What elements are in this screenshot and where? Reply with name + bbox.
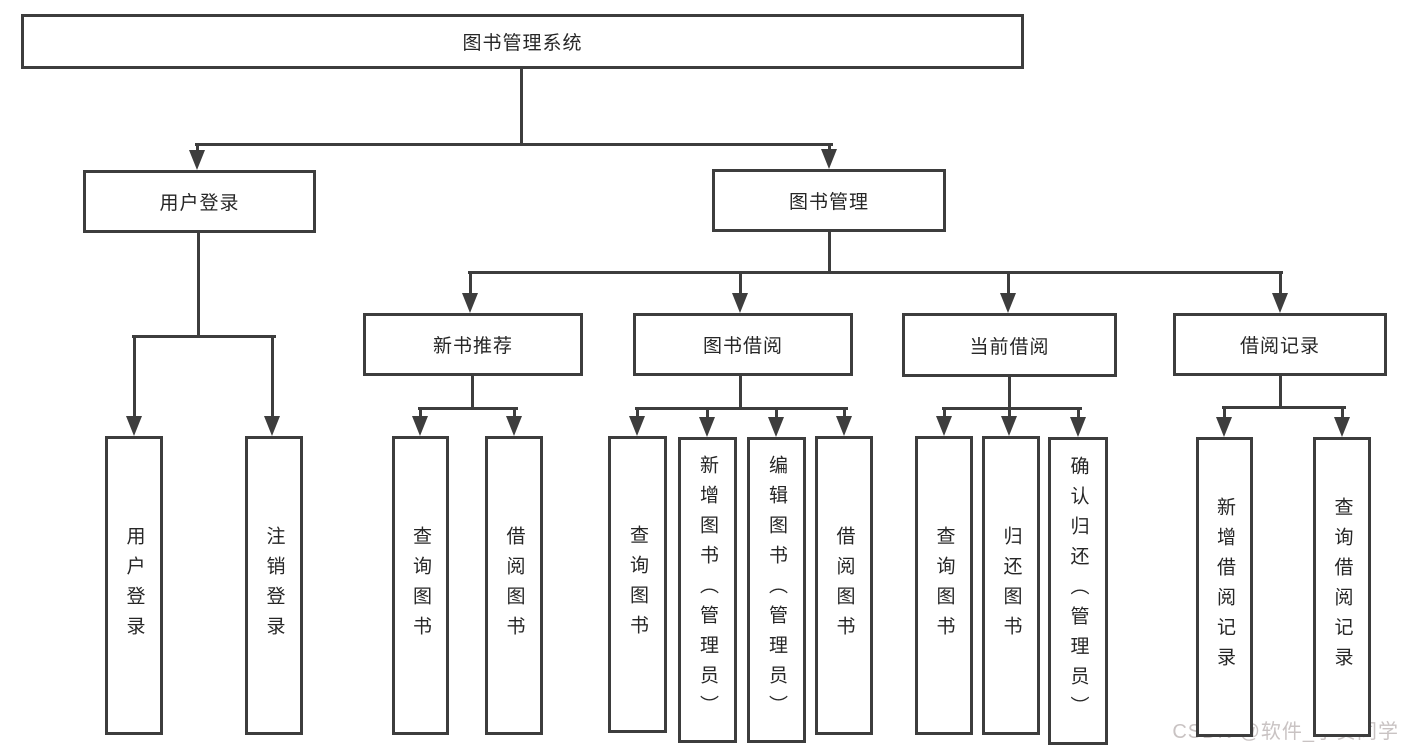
arrow-shaft-11 [705, 408, 709, 421]
node-current-borrow: 当前借阅 [902, 313, 1117, 377]
arrowhead-icon [1001, 416, 1017, 436]
connector-hline-6 [1221, 405, 1346, 409]
arrow-shaft-17 [1222, 407, 1226, 421]
node-label-cb-query: 查询图书 [933, 525, 955, 646]
node-label-borrow-records: 借阅记录 [1239, 336, 1320, 357]
node-label-rec-borrow: 借阅图书 [503, 525, 525, 646]
connector-hline-1 [467, 270, 1283, 274]
arrowhead-icon [1272, 293, 1288, 313]
node-label-br-add: 新增借阅记录 [1214, 497, 1235, 677]
node-br-add: 新增借阅记录 [1196, 437, 1253, 737]
connector-vline-1 [827, 232, 831, 274]
node-cb-confirm: 确认归还（管理员） [1048, 437, 1108, 745]
node-rec-borrow: 借阅图书 [485, 436, 543, 735]
node-label-book-borrow: 图书借阅 [702, 336, 783, 357]
node-label-br-query: 查询借阅记录 [1331, 497, 1353, 677]
connector-hline-5 [941, 406, 1082, 410]
node-logout: 注销登录 [245, 436, 303, 735]
arrow-shaft-0 [195, 144, 199, 154]
arrowhead-icon [629, 416, 645, 436]
node-bb-query: 查询图书 [608, 436, 667, 733]
node-user-login: 用户登录 [83, 170, 316, 233]
arrowhead-icon [821, 149, 837, 169]
connector-hline-3 [417, 406, 518, 410]
arrowhead-icon [936, 416, 952, 436]
connector-hline-0 [194, 142, 833, 146]
node-label-new-book-rec: 新书推荐 [432, 336, 513, 357]
node-label-bb-borrow: 借阅图书 [833, 525, 855, 646]
connector-vline-2 [196, 233, 200, 338]
arrow-shaft-6 [132, 336, 136, 420]
arrow-shaft-16 [1076, 408, 1080, 421]
arrowhead-icon [1070, 417, 1086, 437]
node-borrow-records: 借阅记录 [1173, 313, 1387, 376]
connector-vline-4 [738, 376, 742, 410]
node-login: 用户登录 [105, 436, 163, 735]
node-label-cb-confirm: 确认归还（管理员） [1067, 456, 1089, 726]
arrow-shaft-9 [512, 408, 516, 420]
node-label-user-login: 用户登录 [159, 193, 240, 214]
arrowhead-icon [1000, 293, 1016, 313]
node-book-borrow: 图书借阅 [633, 313, 853, 376]
arrowhead-icon [1334, 417, 1350, 437]
arrowhead-icon [1216, 417, 1232, 437]
connector-vline-6 [1278, 376, 1282, 409]
arrowhead-icon [264, 416, 280, 436]
arrow-shaft-3 [738, 272, 742, 297]
arrowhead-icon [506, 416, 522, 436]
arrowhead-icon [836, 416, 852, 436]
node-label-logout: 注销登录 [263, 525, 285, 646]
node-bb-add: 新增图书（管理员） [678, 437, 737, 743]
node-rec-query: 查询图书 [392, 436, 449, 735]
arrowhead-icon [462, 293, 478, 313]
node-bb-borrow: 借阅图书 [815, 436, 873, 735]
arrow-shaft-14 [942, 408, 946, 420]
arrowhead-icon [412, 416, 428, 436]
node-label-bb-edit: 编辑图书（管理员） [766, 455, 787, 725]
node-book-mgmt: 图书管理 [712, 169, 946, 232]
arrow-shaft-12 [774, 408, 778, 421]
node-label-root: 图书管理系统 [462, 33, 583, 54]
arrow-shaft-8 [418, 408, 422, 420]
node-new-book-rec: 新书推荐 [363, 313, 583, 376]
connector-vline-3 [470, 376, 474, 410]
node-label-book-mgmt: 图书管理 [788, 192, 869, 213]
arrow-shaft-1 [827, 144, 831, 153]
arrow-shaft-5 [1278, 272, 1282, 297]
arrowhead-icon [732, 293, 748, 313]
connector-vline-0 [519, 69, 523, 146]
connector-hline-4 [634, 406, 848, 410]
node-label-bb-query: 查询图书 [627, 524, 648, 645]
connector-vline-5 [1007, 377, 1011, 410]
arrow-shaft-15 [1007, 408, 1011, 420]
connector-hline-2 [131, 334, 276, 338]
arrow-shaft-10 [635, 408, 639, 420]
node-br-query: 查询借阅记录 [1313, 437, 1371, 737]
arrow-shaft-13 [842, 408, 846, 420]
arrow-shaft-7 [270, 336, 274, 420]
node-label-rec-query: 查询图书 [410, 525, 431, 646]
arrow-shaft-4 [1006, 272, 1010, 297]
node-bb-edit: 编辑图书（管理员） [747, 437, 806, 743]
arrowhead-icon [126, 416, 142, 436]
node-cb-return: 归还图书 [982, 436, 1040, 735]
arrowhead-icon [699, 417, 715, 437]
arrow-shaft-18 [1340, 407, 1344, 421]
node-root: 图书管理系统 [21, 14, 1024, 69]
node-label-login: 用户登录 [123, 525, 145, 646]
node-cb-query: 查询图书 [915, 436, 973, 735]
node-label-bb-add: 新增图书（管理员） [697, 455, 718, 725]
arrow-shaft-2 [468, 272, 472, 297]
node-label-cb-return: 归还图书 [1000, 525, 1022, 646]
arrowhead-icon [768, 417, 784, 437]
arrowhead-icon [189, 150, 205, 170]
node-label-current-borrow: 当前借阅 [969, 336, 1050, 358]
